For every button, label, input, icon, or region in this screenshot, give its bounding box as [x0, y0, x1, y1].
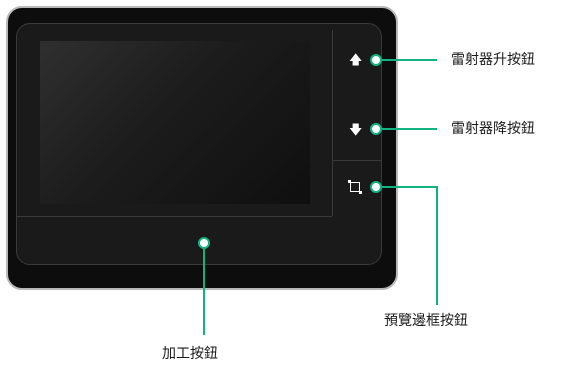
- arrow-up-icon: 🡅: [349, 53, 363, 68]
- label-process: 加工按鈕: [162, 346, 218, 362]
- side-button-divider: [333, 160, 381, 161]
- frame-icon: [348, 180, 362, 194]
- label-preview-frame: 預覽邊框按鈕: [384, 313, 468, 329]
- panel-divider-horizontal: [17, 216, 332, 217]
- display-screen: [40, 41, 310, 204]
- laser-up-button[interactable]: 🡅: [333, 30, 381, 90]
- label-laser-up: 雷射器升按鈕: [451, 52, 535, 68]
- laser-down-button[interactable]: 🡇: [333, 100, 381, 160]
- preview-frame-button[interactable]: [333, 161, 381, 216]
- label-laser-down: 雷射器降按鈕: [451, 121, 535, 137]
- process-button[interactable]: [17, 217, 381, 265]
- arrow-down-icon: 🡇: [349, 123, 363, 138]
- panel-divider-vertical: [332, 30, 333, 216]
